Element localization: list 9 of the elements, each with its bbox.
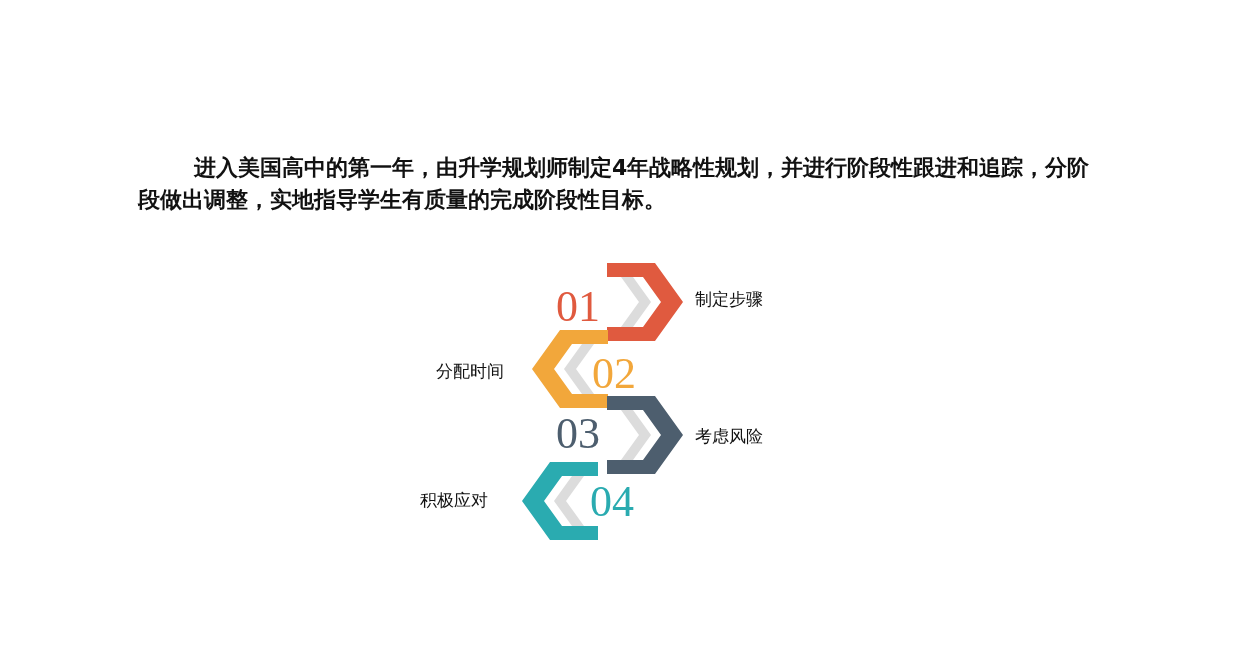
step-number: 01 [556, 285, 600, 329]
step-number: 04 [590, 480, 634, 524]
step-label: 积极应对 [420, 490, 488, 510]
step-number: 03 [556, 412, 600, 456]
step-label: 分配时间 [436, 361, 504, 381]
step-number: 02 [592, 352, 636, 396]
intro-paragraph: 进入美国高中的第一年，由升学规划师制定4年战略性规划，并进行阶段性跟进和追踪，分阶段做出调整，实地指导学生有质量的完成阶段性目标。 [138, 154, 1091, 214]
step-label: 考虑风险 [695, 426, 763, 446]
step-label: 制定步骤 [695, 289, 763, 309]
